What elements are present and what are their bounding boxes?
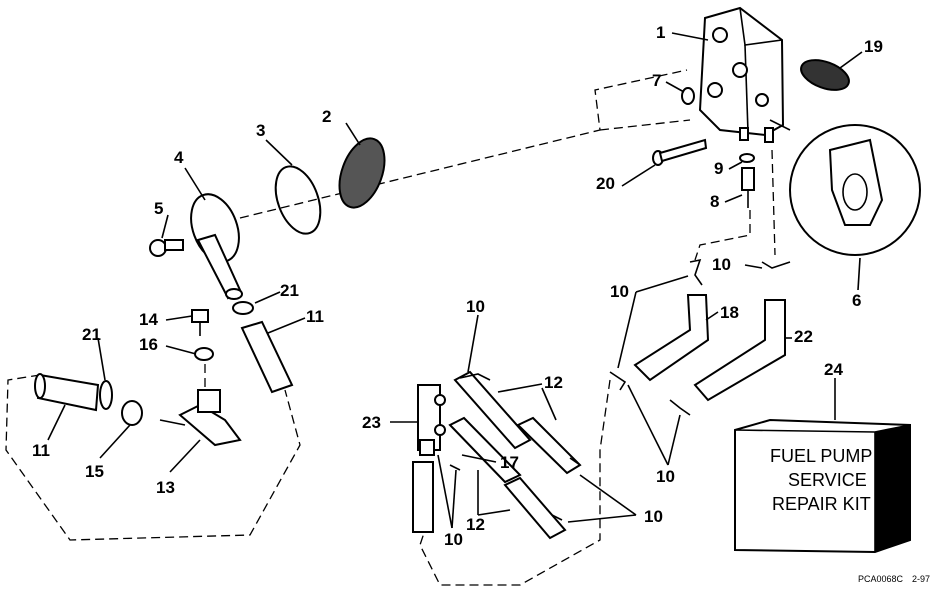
label-14: 14 [139,310,158,329]
hose-fitting [741,167,755,208]
valve-screw [191,309,209,336]
label-10-lower-center: 10 [444,530,463,549]
label-20: 20 [596,174,615,193]
label-16: 16 [139,335,158,354]
hose-set-lower [448,416,567,540]
filter-cover-gasket [274,165,322,235]
label-10-right: 10 [610,282,629,301]
label-7: 7 [652,71,661,90]
label-10-top-right: 10 [712,255,731,274]
sealing-washer [232,301,254,315]
fuel-hose-left [34,373,100,412]
callout-numbers: 1 19 7 2 3 4 5 20 9 8 6 10 10 18 22 24 2… [32,23,883,549]
label-1: 1 [656,23,665,42]
label-21-lower: 21 [82,325,101,344]
hose-clamp-ring [99,380,113,410]
label-6: 6 [852,291,861,310]
fuel-hose-vertical [412,461,434,533]
label-12-lower: 12 [466,515,485,534]
filter-screen [338,137,386,209]
gasket-detail-circle [769,119,921,256]
fitting-o-ring [739,153,755,163]
fuel-valve [159,389,242,447]
label-23: 23 [362,413,381,432]
fuel-pump-body [698,6,785,143]
o-ring-small [681,87,695,105]
figure-code: PCA0068C [858,574,904,584]
label-3: 3 [256,121,265,140]
label-5: 5 [154,199,163,218]
label-15: 15 [85,462,104,481]
fuel-manifold [417,384,446,456]
label-11-right: 11 [306,307,324,326]
label-10-lower: 10 [644,507,663,526]
label-8: 8 [710,192,719,211]
label-24: 24 [824,360,843,379]
fuel-hose-22 [693,299,786,402]
kit-line-3: REPAIR KIT [772,494,871,514]
label-9: 9 [714,159,723,178]
valve-washer [194,347,214,361]
leader-lines [47,32,863,529]
label-13: 13 [156,478,175,497]
hose-clips [449,258,791,521]
label-17: 17 [500,453,519,472]
label-18: 18 [720,303,739,322]
label-2: 2 [322,107,331,126]
kit-line-2: SERVICE [788,470,867,490]
fuel-hose-short [240,320,294,394]
figure-date: 2-97 [912,574,930,584]
cover-gasket [800,59,850,91]
label-11-left: 11 [32,441,50,460]
label-10-center-top: 10 [466,297,485,316]
cover-screw [149,239,184,257]
kit-line-1: FUEL PUMP [770,446,872,466]
label-21-upper: 21 [280,281,299,300]
filter-cover [190,193,243,300]
pump-screw [652,138,708,166]
footer-code: PCA0068C 2-97 [858,574,930,584]
valve-gasket [121,400,143,426]
repair-kit-box: FUEL PUMP SERVICE REPAIR KIT [734,418,911,554]
fuel-hose-18 [633,294,710,382]
assembly-dashed-lines [5,69,776,586]
label-10-lower-right: 10 [656,467,675,486]
label-4: 4 [174,148,184,167]
label-19: 19 [864,37,883,56]
label-22: 22 [794,327,813,346]
label-12-upper: 12 [544,373,563,392]
